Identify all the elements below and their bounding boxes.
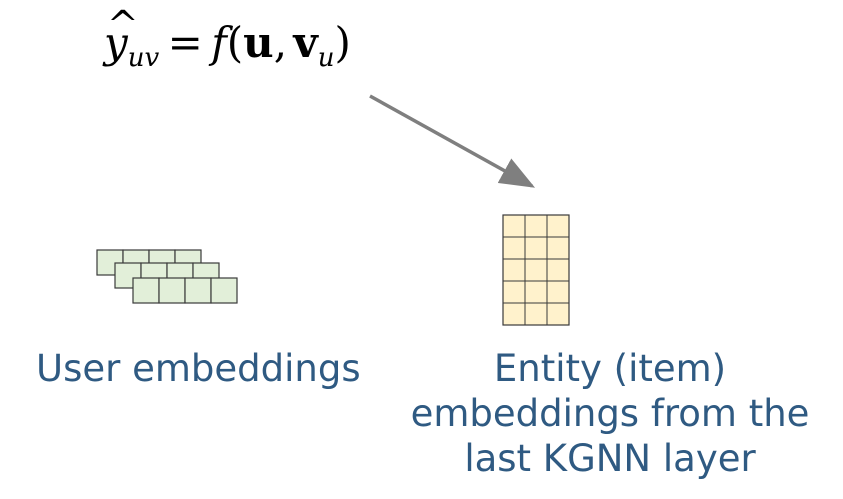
entity-label-line-2: embeddings from the — [410, 392, 810, 435]
formula-close-paren: ) — [334, 18, 351, 67]
formula-comma: , — [273, 18, 288, 67]
scoring-formula: y^uv=f(u,vu) — [104, 5, 351, 74]
entity-label-line-1: Entity (item) — [493, 347, 727, 390]
user-embeddings-label: User embeddings — [36, 347, 361, 390]
entity-embeddings-label: Entity (item) embeddings from the last K… — [395, 346, 825, 481]
entity-embeddings-matrix — [502, 214, 570, 326]
formula-open-paren: ( — [226, 18, 244, 67]
formula-y: y — [104, 18, 128, 67]
entity-label-line-3: last KGNN layer — [464, 437, 756, 480]
formula-equals: = — [167, 18, 203, 67]
user-embeddings-stack — [96, 249, 238, 304]
formula-y-hat: y^ — [104, 5, 139, 64]
entity-matrix-frame — [502, 214, 570, 326]
user-embedding-cell — [132, 277, 160, 304]
formula-y-subscript: uv — [127, 43, 160, 74]
arrow-formula-to-entity — [369, 94, 536, 188]
formula-function: f — [211, 18, 227, 67]
formula-v-subscript: u — [317, 43, 335, 74]
user-embedding-cell — [184, 277, 212, 304]
formula-item-vector: v — [293, 18, 318, 67]
formula-hat: ^ — [107, 2, 139, 47]
user-embedding-cell — [210, 277, 238, 304]
formula-user-vector: u — [243, 18, 274, 67]
user-embedding-cell — [158, 277, 186, 304]
